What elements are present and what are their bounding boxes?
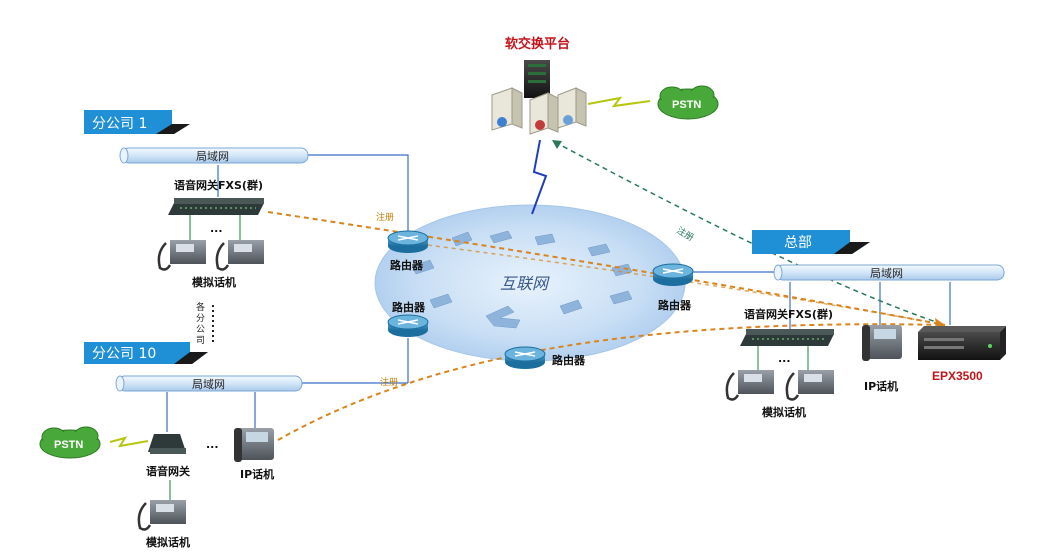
ip-phone-icon — [862, 325, 902, 361]
ip-phone-label: IP话机 — [864, 379, 898, 393]
branch-tag-label: 分公司 10 — [92, 346, 156, 362]
analog-phone-icon — [157, 240, 206, 271]
internet-label: 互联网 — [500, 274, 550, 293]
ip-phone-label: IP话机 — [240, 467, 274, 481]
branch-1: 分公司 1 局域网 语音网关FXS(群) ... 模拟话机 — [84, 110, 309, 289]
other-branches-label: 各 分 公 司 — [196, 301, 208, 346]
pstn-label: PSTN — [672, 99, 701, 111]
branch-tag-label: 总部 — [784, 235, 812, 251]
server-icon — [529, 92, 559, 135]
router-label: 路由器 — [392, 300, 426, 314]
analog-phone-icon — [725, 370, 774, 401]
registration-label: 注册 — [376, 211, 394, 223]
lightning-link-icon — [109, 436, 149, 448]
router-label: 路由器 — [390, 258, 424, 272]
router-icon: 路由器 — [387, 300, 429, 337]
router-icon: 路由器 — [504, 346, 586, 369]
registration-label: 注册 — [380, 376, 398, 388]
lan-pipe: 局域网 — [119, 147, 309, 164]
router-label: 路由器 — [552, 353, 586, 367]
router-icon: 路由器 — [387, 230, 429, 272]
lightning-link-icon — [587, 96, 651, 108]
phones-label: 模拟话机 — [192, 275, 236, 289]
server-icon — [491, 87, 523, 131]
analog-phone-icon — [137, 500, 186, 531]
headquarters: 总部 局域网 语音网关FXS(群) ... 模拟话机 — [725, 230, 1006, 419]
pstn-cloud: PSTN — [657, 85, 719, 120]
router-label: 路由器 — [658, 298, 692, 312]
phone-label: 模拟话机 — [146, 535, 190, 549]
network-links — [166, 154, 951, 432]
branch-tag — [84, 110, 190, 134]
gateway-label: 语音网关FXS(群) — [744, 307, 833, 321]
epx3500-server-icon — [918, 326, 1006, 360]
registration-label: 注册 — [675, 224, 697, 243]
voice-gateway-icon — [168, 198, 264, 215]
char: 分 — [196, 313, 205, 324]
pstn-label: PSTN — [54, 439, 83, 451]
branch-tag-label: 分公司 1 — [92, 116, 147, 132]
voice-gateway-icon — [148, 434, 186, 454]
ellipsis: ... — [206, 438, 219, 451]
ellipsis: ... — [210, 222, 223, 235]
router-icon: 路由器 — [652, 263, 694, 312]
gateway-label: 语音网关FXS(群) — [174, 178, 263, 192]
internet-cloud: 互联网 — [374, 204, 686, 362]
branch-tag — [84, 342, 208, 364]
server-label: EPX3500 — [932, 369, 983, 383]
lightning-link-icon — [531, 139, 548, 215]
platform-title: 软交换平台 — [505, 36, 570, 52]
analog-phone-icon — [215, 240, 264, 271]
lan-label: 局域网 — [196, 150, 229, 163]
server-icon — [557, 87, 587, 129]
softswitch-platform: 软交换平台 PSTN — [491, 36, 719, 215]
char: 公 — [196, 324, 205, 335]
phones-label: 模拟话机 — [762, 405, 806, 419]
lan-pipe: 局域网 — [115, 375, 303, 392]
pstn-cloud: PSTN — [39, 426, 101, 459]
ip-phone-icon — [234, 428, 274, 462]
branch-tag — [752, 230, 870, 254]
branch-10: 分公司 10 局域网 PSTN 语音网关 ... IP话机 — [39, 342, 303, 549]
char: 司 — [196, 335, 205, 346]
voice-gateway-icon — [740, 329, 834, 346]
gateway-label: 语音网关 — [146, 464, 190, 478]
analog-phone-icon — [785, 370, 834, 401]
lan-pipe: 局域网 — [773, 264, 1005, 281]
char: 各 — [196, 301, 205, 313]
lan-label: 局域网 — [870, 267, 903, 280]
other-branches-marker: 各 分 公 司 — [196, 301, 214, 346]
ellipsis: ... — [778, 352, 791, 365]
lan-label: 局域网 — [192, 378, 225, 391]
